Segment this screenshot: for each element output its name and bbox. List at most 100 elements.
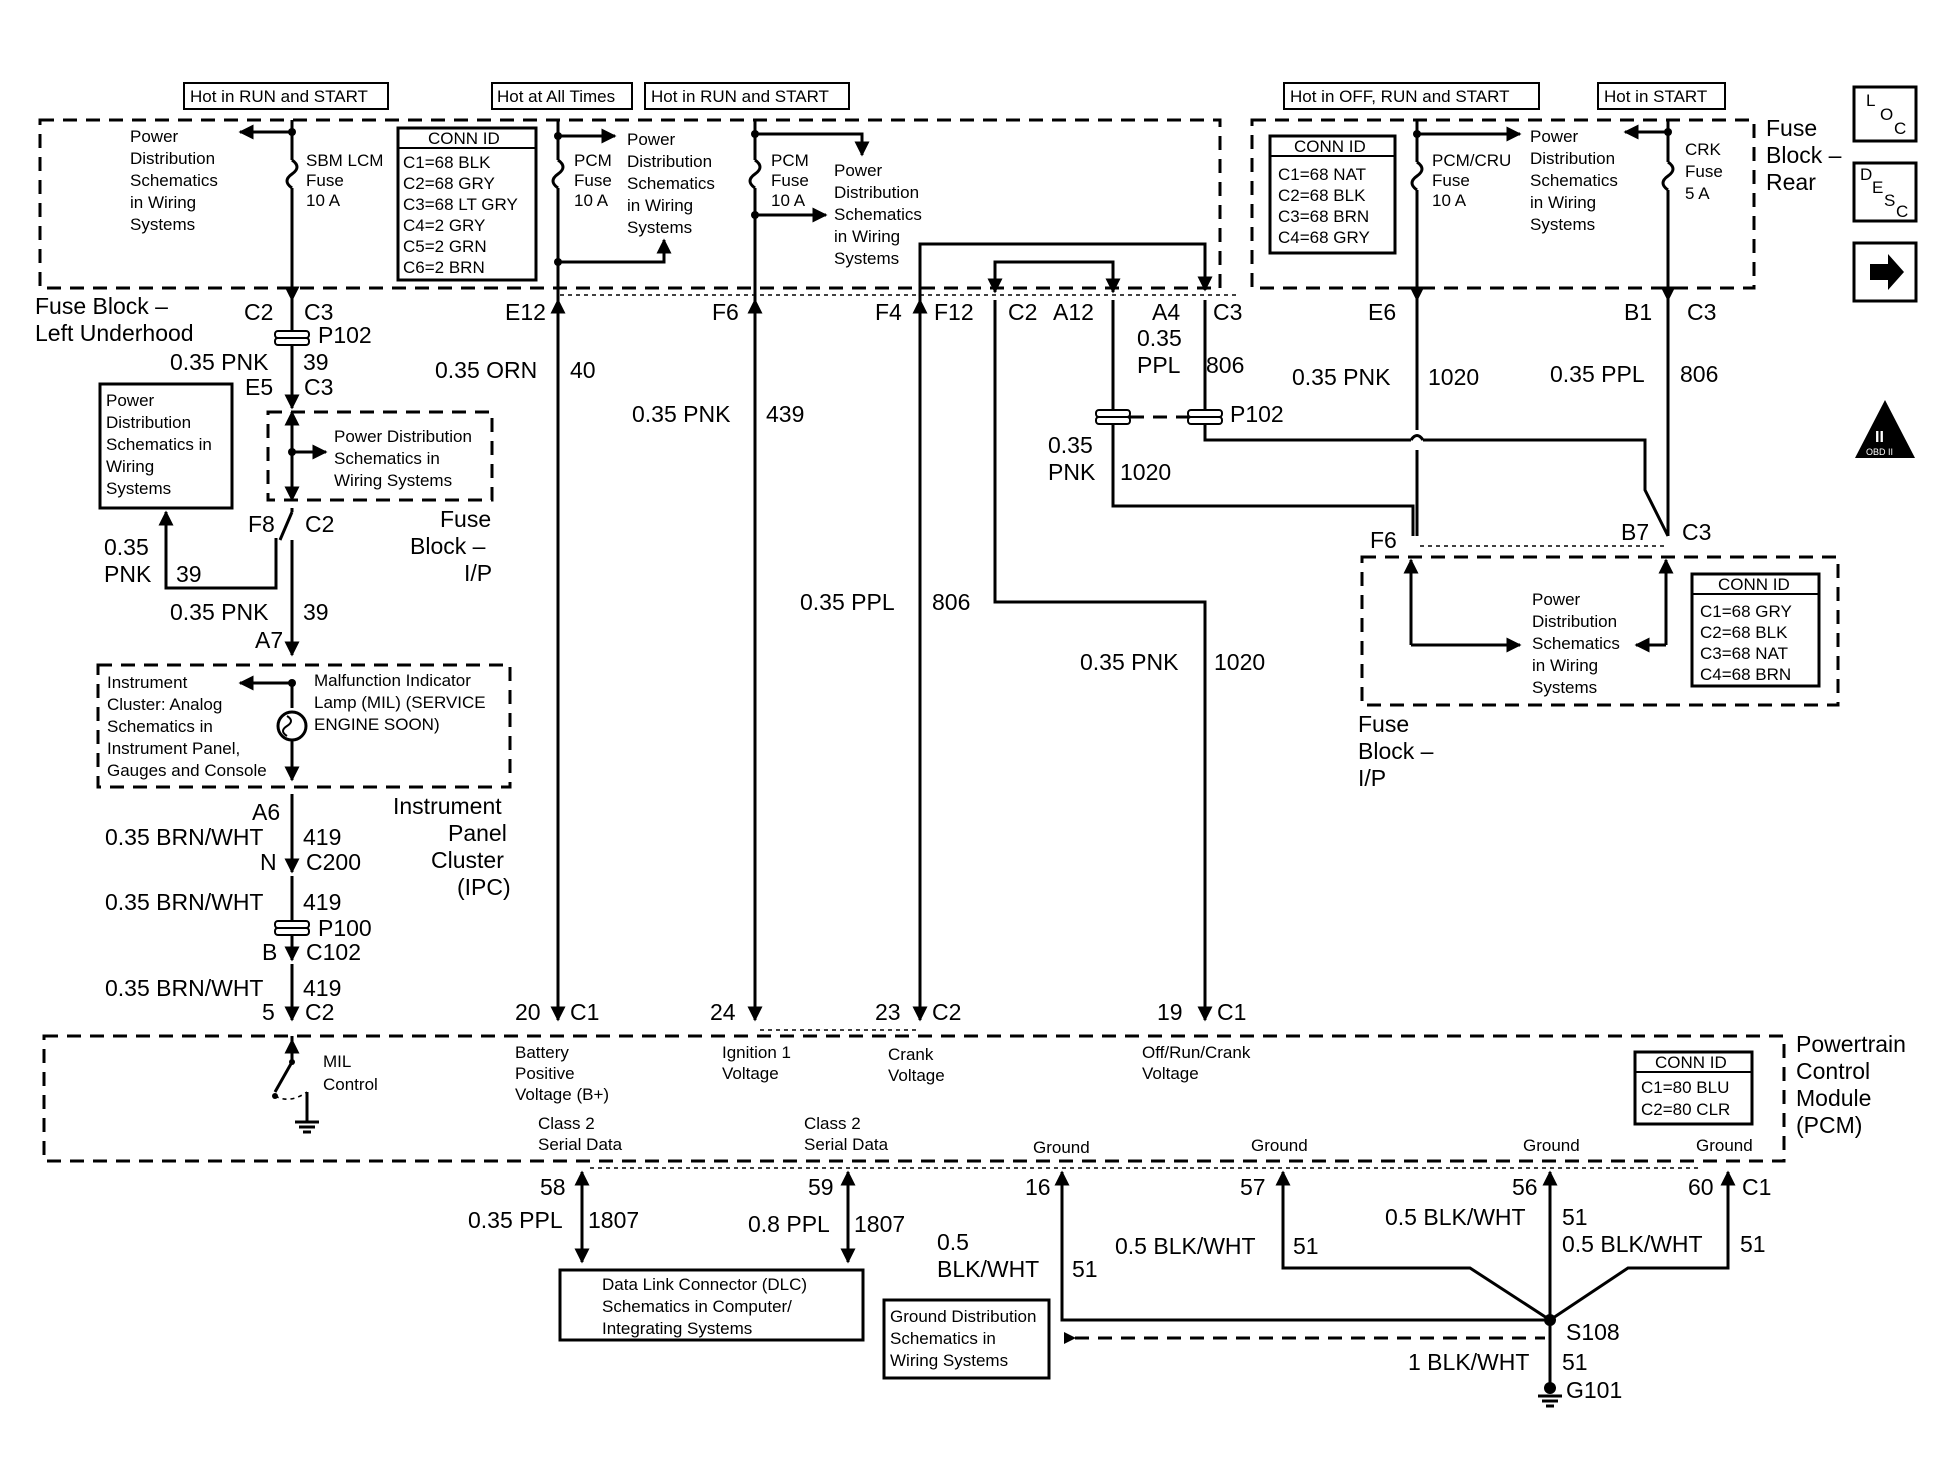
svg-text:C3: C3 — [304, 374, 333, 400]
svg-text:0.35 PNK: 0.35 PNK — [632, 401, 731, 427]
svg-text:10 A: 10 A — [574, 191, 609, 210]
svg-text:PPL: PPL — [1137, 352, 1181, 378]
pds-ref-run-start: Power Distribution Schematics in Wiring … — [834, 161, 922, 268]
svg-text:Instrument: Instrument — [393, 793, 502, 819]
svg-text:Systems: Systems — [1530, 215, 1595, 234]
svg-text:C2: C2 — [1008, 299, 1037, 325]
svg-text:Instrument Panel,: Instrument Panel, — [107, 739, 240, 758]
svg-text:0.35 PNK: 0.35 PNK — [170, 349, 269, 375]
svg-text:C200: C200 — [306, 849, 361, 875]
svg-text:Integrating Systems: Integrating Systems — [602, 1319, 752, 1338]
svg-text:C1=68 GRY: C1=68 GRY — [1700, 602, 1792, 621]
svg-text:20: 20 — [515, 999, 541, 1025]
svg-text:B7: B7 — [1621, 519, 1649, 545]
svg-text:in Wiring: in Wiring — [627, 196, 693, 215]
svg-text:in Wiring: in Wiring — [1532, 656, 1598, 675]
svg-text:Power: Power — [1532, 590, 1581, 609]
svg-text:0.35 BRN/WHT: 0.35 BRN/WHT — [105, 975, 263, 1001]
svg-text:C2: C2 — [305, 511, 334, 537]
svg-text:Ground: Ground — [1033, 1138, 1090, 1157]
svg-text:0.5: 0.5 — [937, 1229, 969, 1255]
svg-text:1020: 1020 — [1120, 459, 1171, 485]
svg-text:N: N — [260, 849, 277, 875]
svg-text:24: 24 — [710, 999, 736, 1025]
pds-ref-underhood-left: Power Distribution Schematics in Wiring … — [130, 127, 218, 234]
svg-text:806: 806 — [932, 589, 970, 615]
pcm-title: Powertrain Control Module (PCM) — [1796, 1031, 1906, 1138]
svg-text:Cluster: Analog: Cluster: Analog — [107, 695, 222, 714]
svg-text:PCM: PCM — [771, 151, 809, 170]
svg-text:Schematics: Schematics — [834, 205, 922, 224]
svg-text:Distribution: Distribution — [1532, 612, 1617, 631]
svg-text:Distribution: Distribution — [627, 152, 712, 171]
internal-jumpers — [918, 242, 1213, 300]
pds-ref-left-box: Power Distribution Schematics in Wiring … — [98, 382, 278, 590]
svg-text:Fuse: Fuse — [1358, 711, 1409, 737]
column-e12-orn: E12 0.35 ORN 40 20 C1 — [435, 298, 599, 1025]
svg-text:C3: C3 — [304, 299, 333, 325]
ipc-box: Instrument Cluster: Analog Schematics in… — [96, 663, 512, 900]
svg-text:Schematics: Schematics — [1532, 634, 1620, 653]
svg-text:C4=68 BRN: C4=68 BRN — [1700, 665, 1791, 684]
svg-text:1807: 1807 — [588, 1207, 639, 1233]
svg-text:Fuse: Fuse — [440, 506, 491, 532]
svg-text:1020: 1020 — [1214, 649, 1265, 675]
desc-icon[interactable]: D E S C — [1852, 161, 1918, 223]
svg-text:SBM LCM: SBM LCM — [306, 151, 383, 170]
svg-text:51: 51 — [1562, 1204, 1588, 1230]
svg-text:Battery: Battery — [515, 1043, 569, 1062]
hot-label-all-times: Hot at All Times — [491, 82, 633, 110]
svg-text:Voltage: Voltage — [722, 1064, 779, 1083]
svg-text:0.35: 0.35 — [1137, 325, 1182, 351]
svg-text:Distribution: Distribution — [1530, 149, 1615, 168]
svg-text:Block –: Block – — [1766, 142, 1842, 168]
svg-text:C: C — [1894, 119, 1906, 138]
svg-text:Control: Control — [323, 1075, 378, 1094]
svg-text:Powertrain: Powertrain — [1796, 1031, 1906, 1057]
svg-text:Hot in START: Hot in START — [1604, 87, 1707, 106]
svg-text:Off/Run/Crank: Off/Run/Crank — [1142, 1043, 1251, 1062]
svg-text:59: 59 — [808, 1174, 834, 1200]
svg-text:Voltage: Voltage — [888, 1066, 945, 1085]
column-c2-a12-a4: C2 A12 A4 C3 0.35 PPL 806 P102 0.35 PNK … — [993, 299, 1670, 1025]
svg-text:C4=2 GRY: C4=2 GRY — [403, 216, 485, 235]
svg-text:Cluster: Cluster — [431, 847, 504, 873]
svg-text:Serial Data: Serial Data — [804, 1135, 889, 1154]
svg-text:1807: 1807 — [854, 1211, 905, 1237]
svg-text:Ground: Ground — [1523, 1136, 1580, 1155]
sbm-lcm-fuse: Fuse Block – SBM LCM Fuse 10 A — [238, 120, 383, 302]
svg-text:10 A: 10 A — [306, 191, 341, 210]
mil-control-switch: MIL Control — [272, 1036, 378, 1134]
next-arrow-icon[interactable] — [1852, 241, 1918, 303]
svg-text:23: 23 — [875, 999, 901, 1025]
svg-text:60: 60 — [1688, 1174, 1714, 1200]
svg-text:Control: Control — [1796, 1058, 1870, 1084]
svg-text:in Wiring: in Wiring — [130, 193, 196, 212]
svg-text:Power: Power — [106, 391, 155, 410]
svg-text:I/P: I/P — [464, 560, 492, 586]
svg-text:CONN ID: CONN ID — [1294, 137, 1366, 156]
svg-text:Positive: Positive — [515, 1064, 575, 1083]
svg-text:P100: P100 — [318, 915, 372, 941]
svg-text:0.5 BLK/WHT: 0.5 BLK/WHT — [1115, 1233, 1256, 1259]
svg-text:Class 2: Class 2 — [804, 1114, 861, 1133]
svg-text:B: B — [262, 939, 277, 965]
svg-text:PCM: PCM — [574, 151, 612, 170]
svg-text:Hot at All Times: Hot at All Times — [497, 87, 615, 106]
svg-text:Schematics: Schematics — [1530, 171, 1618, 190]
svg-text:Hot in RUN and START: Hot in RUN and START — [190, 87, 368, 106]
svg-text:Serial Data: Serial Data — [538, 1135, 623, 1154]
loc-icon[interactable]: L O C — [1852, 85, 1918, 143]
svg-text:Class 2: Class 2 — [538, 1114, 595, 1133]
svg-text:Schematics: Schematics — [627, 174, 715, 193]
svg-text:Systems: Systems — [106, 479, 171, 498]
svg-text:10 A: 10 A — [1432, 191, 1467, 210]
svg-text:Fuse: Fuse — [574, 171, 612, 190]
svg-text:1020: 1020 — [1428, 364, 1479, 390]
svg-text:Ground: Ground — [1251, 1136, 1308, 1155]
svg-text:0.35: 0.35 — [1048, 432, 1093, 458]
svg-text:C2=68 BLK: C2=68 BLK — [1278, 186, 1366, 205]
column-f4-ppl: F4 F12 0.35 PPL 806 23 C2 — [560, 294, 1240, 1031]
ground-wires: 16 57 56 60 C1 0.5 BLK/WHT 51 0.5 BLK/WH… — [937, 1170, 1771, 1408]
svg-text:F6: F6 — [712, 299, 739, 325]
